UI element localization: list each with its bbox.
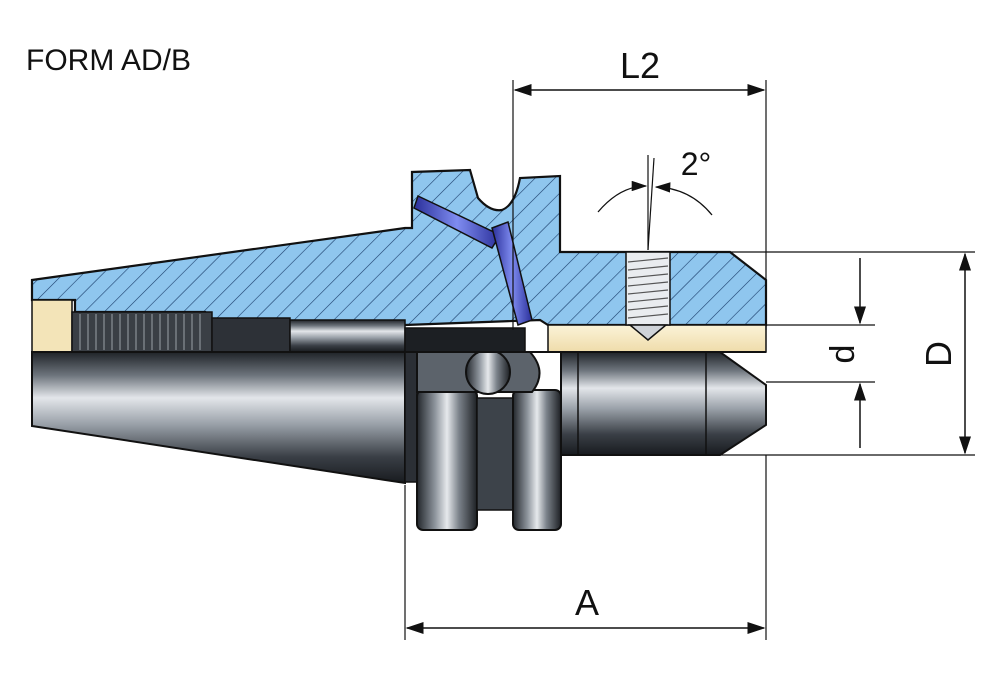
dimension-d-label: d <box>824 345 862 364</box>
dimension-A: A <box>404 455 767 640</box>
title: FORM AD/B <box>26 44 191 77</box>
dimension-d: d <box>766 258 875 448</box>
dimension-D-label: D <box>918 341 959 367</box>
dimension-D: D <box>720 251 975 456</box>
dimension-angle: 2° <box>597 146 713 251</box>
lower-steel-view <box>31 349 767 531</box>
dimension-angle-label: 2° <box>681 146 712 182</box>
dimension-L2-label: L2 <box>620 45 660 86</box>
upper-cross-section <box>30 168 768 353</box>
dimension-L2: L2 <box>512 45 767 330</box>
dimension-A-label: A <box>575 582 599 623</box>
